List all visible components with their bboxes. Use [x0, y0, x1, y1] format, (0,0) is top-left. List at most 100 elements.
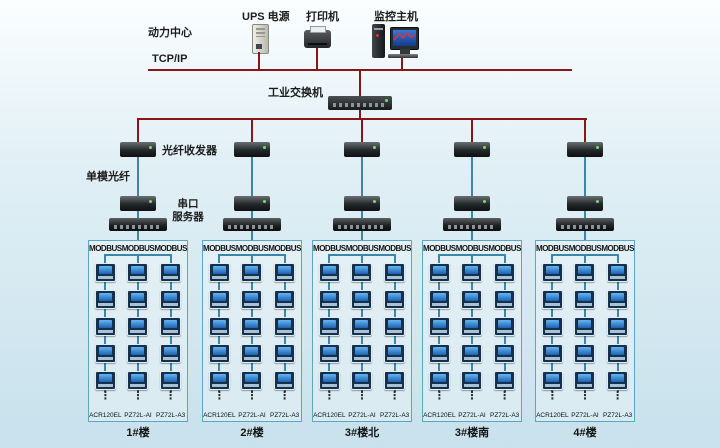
printer-label: 打印机 [306, 11, 339, 23]
modbus-label: MODBUS [121, 244, 155, 253]
power-meter-icon [274, 371, 296, 390]
fiber-transceiver-label: 光纤收发器 [162, 145, 217, 157]
power-meter-icon [94, 371, 116, 390]
modbus-column: MODBUS⋮PZ72L-AI [456, 241, 489, 421]
meter-model-label: PZ72L-AI [571, 412, 599, 419]
power-meter-icon [208, 290, 230, 309]
power-meter-icon [351, 344, 373, 363]
switch-label: 工业交换机 [268, 87, 323, 99]
modbus-label: MODBUS [423, 244, 456, 253]
power-center-label: 动力中心 [148, 27, 192, 39]
ellipsis-more-meters: ⋮ [579, 390, 591, 402]
serial-server-label-line2: 服务器 [172, 211, 204, 223]
fiber-transceiver-icon [120, 196, 156, 211]
power-meter-icon [428, 344, 450, 363]
ellipsis-more-meters: ⋮ [433, 390, 445, 402]
modbus-column: MODBUS⋮PZ72L-A3 [378, 241, 411, 421]
serial-server-label-line1: 串口 [177, 198, 199, 210]
power-meter-icon [541, 371, 563, 390]
power-meter-icon [384, 317, 406, 336]
group-drop-line [137, 118, 139, 142]
modbus-column: MODBUS⋮ACR120EL [89, 241, 122, 421]
power-meter-icon [384, 371, 406, 390]
ellipsis-more-meters: ⋮ [323, 390, 335, 402]
meter-model-label: PZ72L-AI [238, 412, 266, 419]
meter-model-label: PZ72L-A3 [490, 412, 520, 419]
connector-line [361, 231, 363, 240]
meter-model-label: ACR120EL [313, 412, 346, 419]
power-meter-icon [384, 344, 406, 363]
serial-server-icon [333, 218, 391, 231]
connector-line [584, 231, 586, 240]
power-meter-icon [574, 344, 596, 363]
computer-tower-icon [372, 24, 385, 58]
power-meter-icon [541, 344, 563, 363]
connector-line [361, 211, 363, 218]
power-meter-icon [461, 371, 483, 390]
switch-uplink-line [359, 71, 361, 96]
group-name: 2#楼 [240, 427, 264, 439]
meter-model-label: PZ72L-A3 [156, 412, 186, 419]
tcpip-label: TCP/IP [152, 53, 188, 65]
power-meter-icon [574, 263, 596, 282]
modbus-column: MODBUS⋮ACR120EL [313, 241, 346, 421]
power-meter-icon [574, 317, 596, 336]
power-meter-icon [241, 371, 263, 390]
modbus-label: MODBUS [203, 244, 236, 253]
power-meter-icon [160, 263, 182, 282]
connector-line [584, 211, 586, 218]
power-meter-icon [127, 344, 149, 363]
modbus-column: MODBUS⋮PZ72L-AI [346, 241, 379, 421]
serial-server-icon [443, 218, 501, 231]
power-meter-icon [428, 317, 450, 336]
power-meter-icon [160, 290, 182, 309]
monitor-screen [393, 30, 416, 46]
ellipsis-more-meters: ⋮ [356, 390, 368, 402]
power-meter-icon [274, 263, 296, 282]
power-meter-icon [351, 263, 373, 282]
single-mode-fiber-line [361, 157, 363, 196]
power-meter-icon [318, 317, 340, 336]
modbus-label: MODBUS [488, 244, 521, 253]
ellipsis-more-meters: ⋮ [213, 390, 225, 402]
switch-downlink-line [359, 110, 361, 118]
connector-line [471, 211, 473, 218]
power-meter-icon [494, 290, 516, 309]
modbus-column: MODBUS⋮ACR120EL [203, 241, 236, 421]
single-mode-fiber-label: 单模光纤 [86, 171, 130, 183]
power-meter-icon [428, 371, 450, 390]
connector-line [471, 231, 473, 240]
group-name: 3#楼南 [454, 427, 490, 439]
power-meter-icon [127, 317, 149, 336]
single-mode-fiber-line [137, 157, 139, 196]
power-meter-icon [208, 344, 230, 363]
ellipsis-more-meters: ⋮ [612, 390, 624, 402]
power-meter-icon [461, 344, 483, 363]
power-meter-icon [351, 371, 373, 390]
connector-line [251, 231, 253, 240]
power-meter-icon [351, 317, 373, 336]
single-mode-fiber-line [471, 157, 473, 196]
modbus-column: MODBUS⋮PZ72L-AI [236, 241, 269, 421]
power-meter-icon [318, 371, 340, 390]
modbus-label: MODBUS [378, 244, 411, 253]
meter-model-label: PZ72L-A3 [270, 412, 300, 419]
group-drop-line [361, 118, 363, 142]
keyboard-icon [388, 54, 418, 58]
power-meter-icon [241, 263, 263, 282]
monitor-icon [390, 27, 419, 54]
group-name: 4#楼 [573, 427, 597, 439]
fiber-transceiver-icon [567, 196, 603, 211]
printer-icon [304, 26, 331, 48]
modbus-label: MODBUS [89, 244, 122, 253]
meter-model-label: PZ72L-A3 [380, 412, 410, 419]
group-drop-line [471, 118, 473, 142]
power-meter-icon [208, 263, 230, 282]
power-meter-icon [208, 317, 230, 336]
